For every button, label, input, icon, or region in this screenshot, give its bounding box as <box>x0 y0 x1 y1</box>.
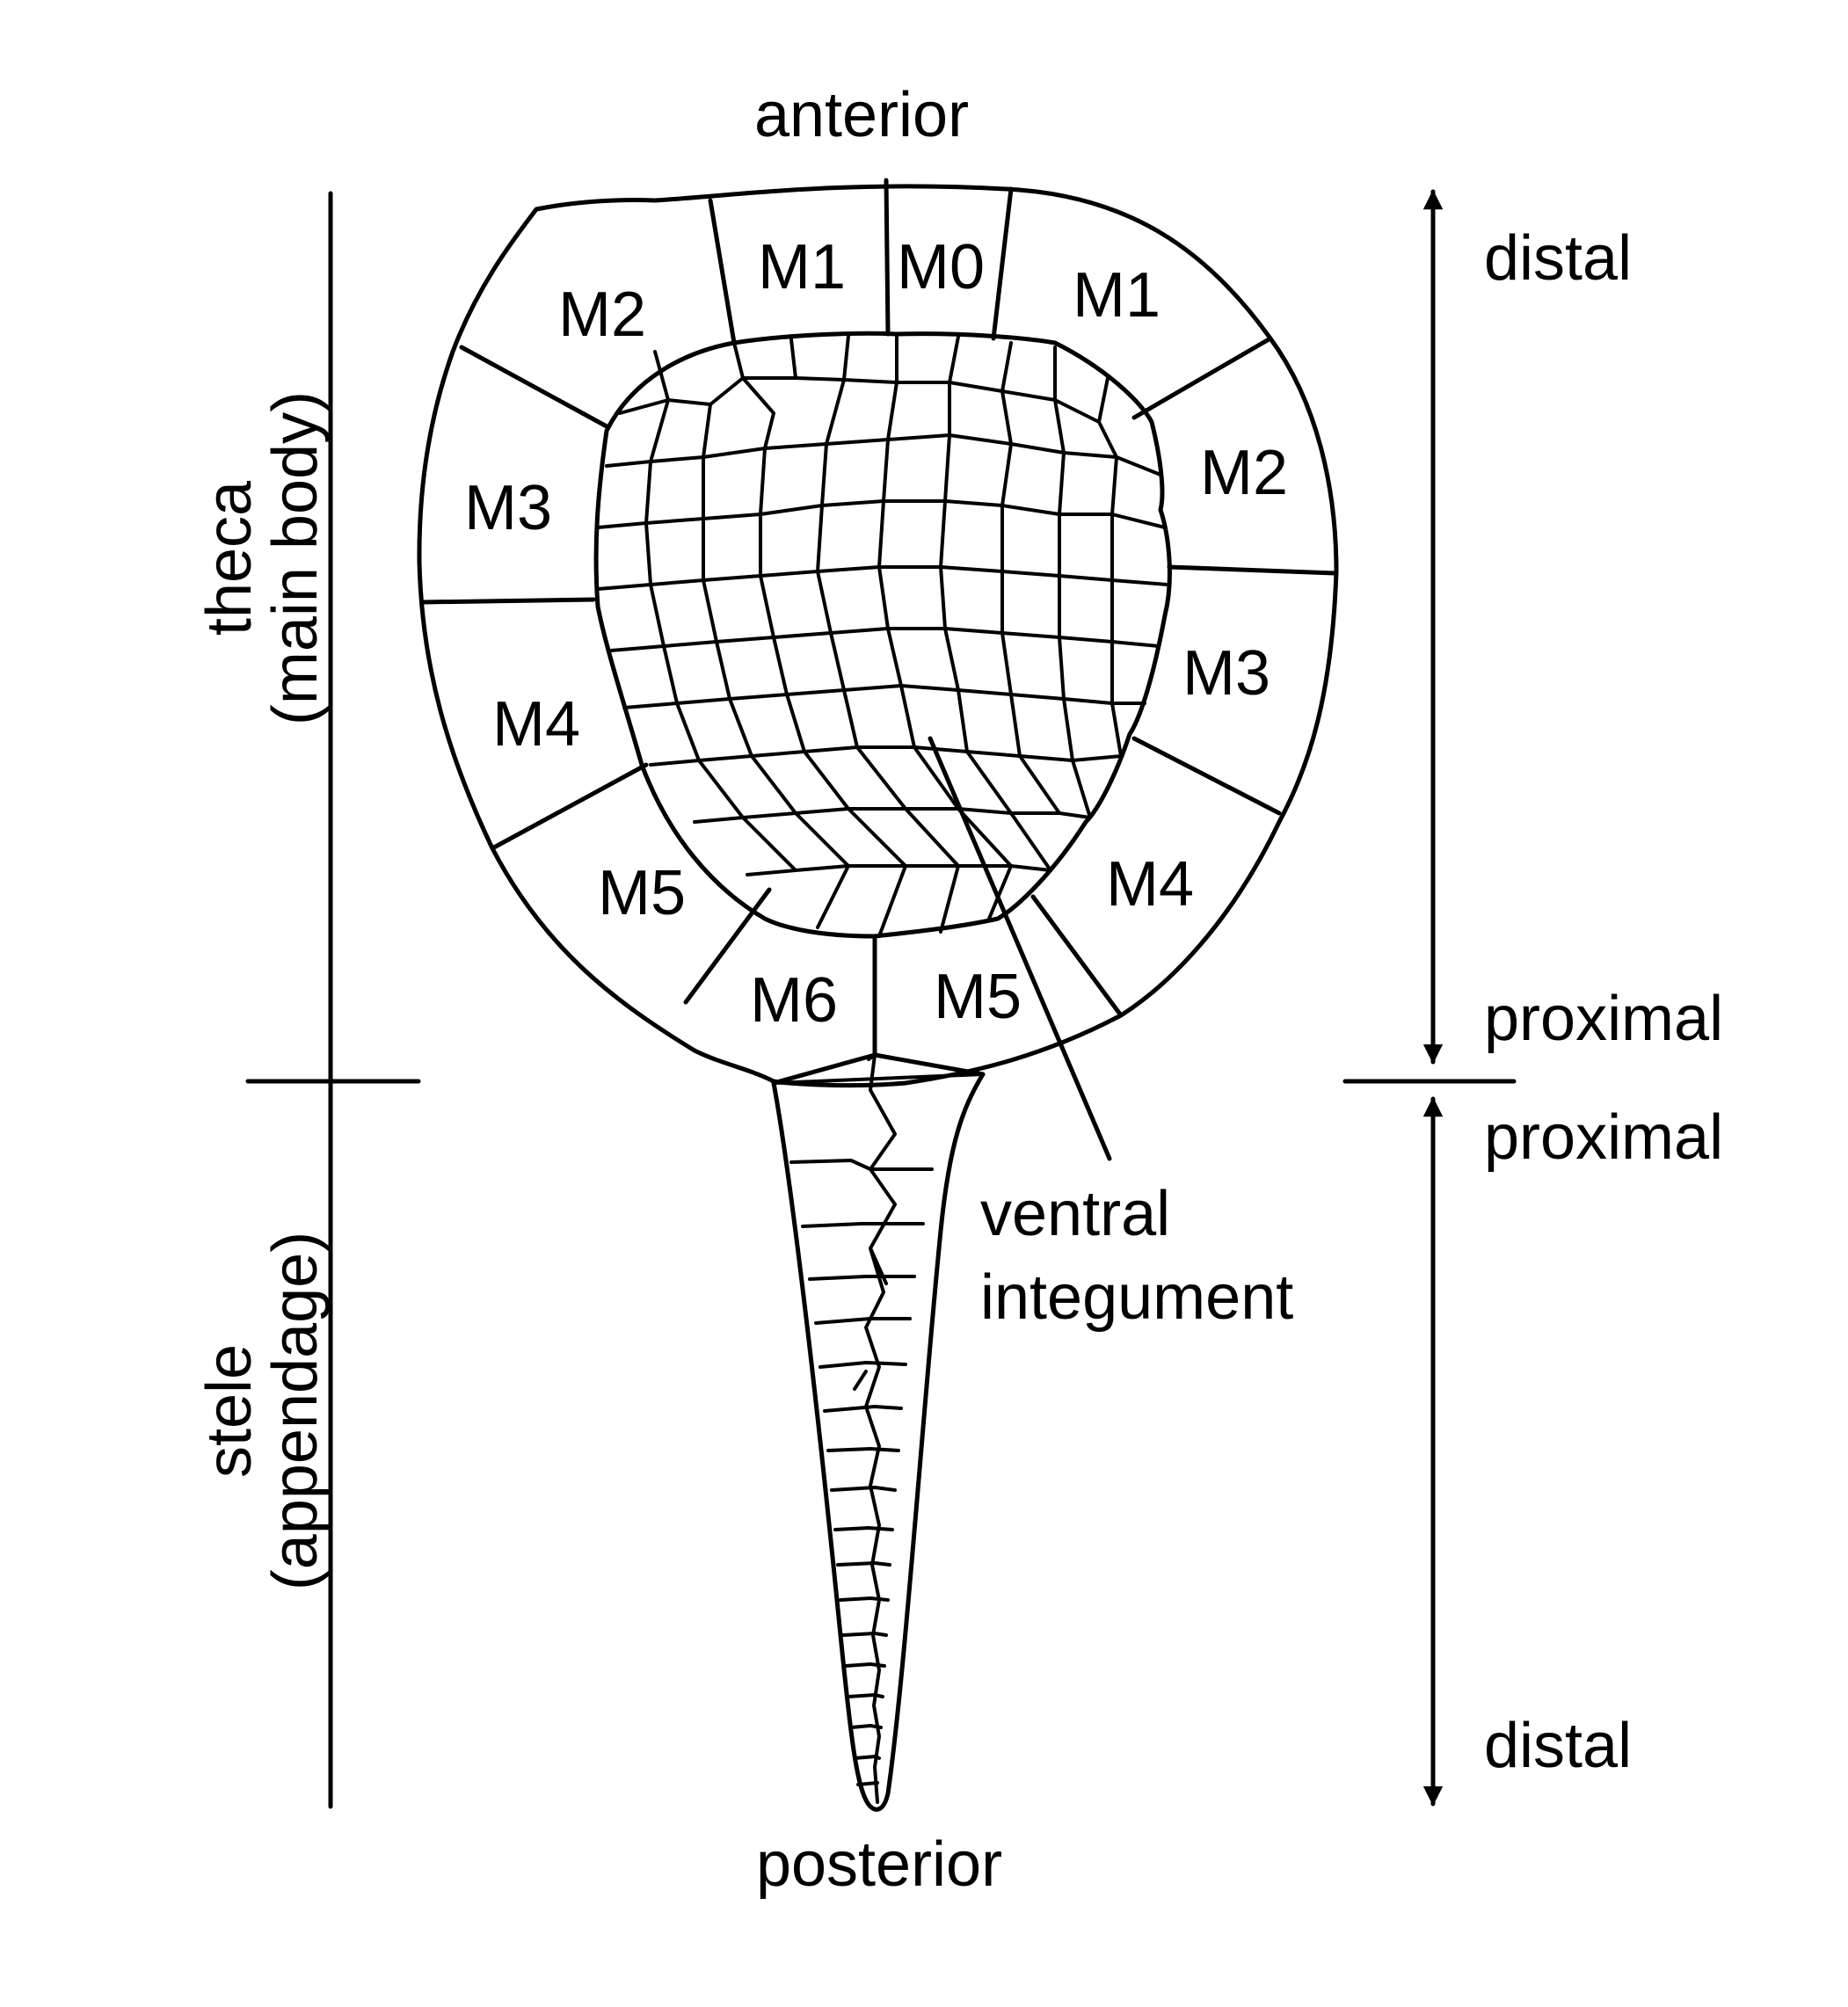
stele-label: stele (appendage) <box>194 1232 331 1590</box>
ventral-integument-outline <box>593 331 1172 939</box>
theca-label-line1: theca <box>194 480 265 636</box>
upper-distal-label: distal <box>1484 223 1632 294</box>
plate-m3-left: M3 <box>464 473 552 543</box>
stele-label-line2: (appendage) <box>260 1232 331 1590</box>
ventral-integument-label-line1: ventral <box>980 1179 1170 1249</box>
theca-outline <box>417 184 1339 1088</box>
posterior-label: posterior <box>756 1829 1002 1900</box>
theca-label-line2: (main body) <box>260 391 331 725</box>
lower-distal-label: distal <box>1484 1711 1632 1781</box>
plate-m1-left: M1 <box>758 232 846 302</box>
plate-m4-left: M4 <box>492 689 580 760</box>
plate-m5-left: M5 <box>598 858 686 928</box>
plate-m4-right: M4 <box>1106 849 1194 920</box>
anterior-label: anterior <box>754 80 969 150</box>
plate-m2-left: M2 <box>558 280 646 350</box>
plate-m3-right: M3 <box>1182 638 1270 709</box>
ventral-integument-leader <box>928 736 1112 1161</box>
integument-cells <box>596 332 1169 938</box>
plate-m6: M6 <box>750 965 838 1036</box>
plate-m1-right: M1 <box>1073 260 1160 331</box>
ventral-integument-label-line2: integument <box>980 1262 1293 1333</box>
stele-outline <box>771 1072 986 1812</box>
plate-m0: M0 <box>897 232 985 302</box>
plate-m5-right: M5 <box>934 962 1022 1032</box>
marginal-plate-sutures <box>419 178 1337 1086</box>
theca-label: theca (main body) <box>194 391 331 725</box>
stele-cells <box>772 1053 985 1804</box>
plate-m2-right: M2 <box>1200 438 1288 508</box>
lower-proximal-label: proximal <box>1484 1102 1723 1173</box>
upper-proximal-label: proximal <box>1484 984 1723 1054</box>
stele-label-line1: stele <box>194 1344 265 1478</box>
